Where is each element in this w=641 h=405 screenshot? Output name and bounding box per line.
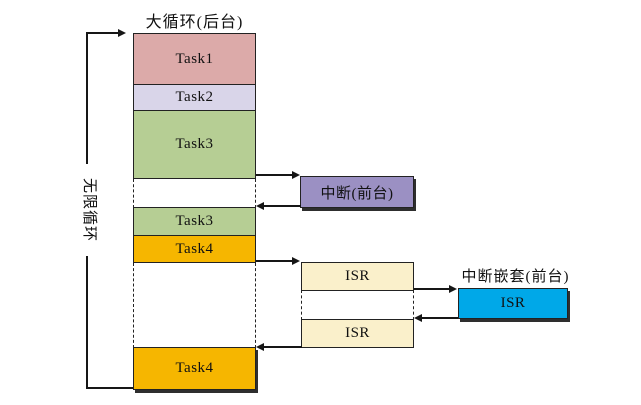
- nested-call-arrow: [414, 288, 451, 290]
- nested-return-arrow: [421, 317, 458, 319]
- task1-box: Task1: [133, 33, 256, 85]
- isr-dashed-right: [413, 290, 414, 320]
- task2-box: Task2: [133, 84, 256, 111]
- loop-top-line: [86, 32, 120, 34]
- interrupt-gap: [133, 179, 256, 208]
- isr-call-arrow: [256, 260, 294, 262]
- loop-bottom-line: [86, 387, 134, 389]
- isr-second-box: ISR: [301, 319, 414, 348]
- task4-box: Task4: [133, 235, 256, 263]
- interrupt-return-arrowhead-icon: [256, 202, 264, 210]
- background-loop-title: 大循环(后台): [145, 14, 244, 31]
- nested-interrupt-title: 中断嵌套(前台): [461, 269, 570, 285]
- loop-arrowhead-icon: [118, 29, 126, 37]
- isr-call-arrowhead-icon: [292, 257, 300, 265]
- task4-resume-box: Task4: [133, 347, 256, 390]
- task3-box: Task3: [133, 110, 256, 179]
- isr-return-arrowhead-icon: [256, 343, 264, 351]
- nested-isr-box: ISR: [458, 288, 568, 319]
- interrupt-return-arrow: [263, 205, 301, 207]
- isr-gap: [133, 263, 256, 348]
- task3-resume-box: Task3: [133, 207, 256, 236]
- interrupt-call-arrowhead-icon: [292, 171, 300, 179]
- interrupt-box: 中断(前台): [300, 176, 414, 208]
- isr-dashed-left: [301, 290, 302, 320]
- nested-return-arrowhead-icon: [414, 314, 422, 322]
- nested-call-arrowhead-icon: [449, 285, 457, 293]
- isr-return-arrow: [264, 346, 302, 348]
- infinite-loop-label: 无限循环: [78, 164, 100, 256]
- isr-first-box: ISR: [301, 262, 414, 291]
- interrupt-call-arrow: [256, 174, 294, 176]
